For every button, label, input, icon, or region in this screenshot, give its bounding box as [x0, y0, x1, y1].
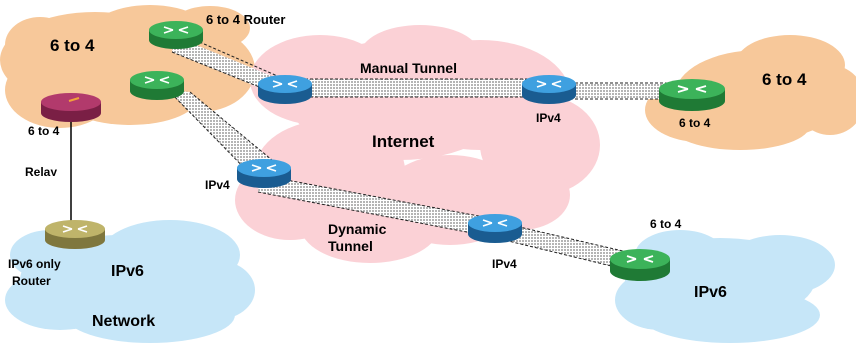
ipv6-only-label-line1: IPv6 only: [8, 257, 61, 271]
manual-tunnel-label: Manual Tunnel: [360, 60, 457, 76]
bottom-right-ipv6-label: IPv6: [694, 284, 727, 301]
bottom-left-ipv6-label: IPv6: [111, 263, 144, 280]
dynamic-tunnel-line2: Tunnel: [328, 239, 373, 253]
tunnel-dynamic: [257, 174, 501, 239]
right-router-ipv4-label: IPv4: [536, 111, 561, 125]
router-6to4-left[interactable]: [130, 71, 184, 100]
router-ipv6-only[interactable]: [45, 220, 105, 249]
router-6to4-top[interactable]: [149, 21, 203, 49]
relay-label: Relay: [25, 166, 58, 176]
router-ipv4-manual-right[interactable]: [522, 75, 576, 104]
relay-6to4-label: 6 to 4: [28, 124, 60, 138]
router-ipv4-manual-left[interactable]: [258, 75, 312, 104]
bottom-ipv4-label: IPv4: [492, 257, 517, 271]
bottom-right-6to4-label: 6 to 4: [650, 217, 682, 231]
network-label: Network: [92, 313, 156, 330]
cloud-ipv6-bottom-right: [615, 230, 835, 343]
internet-label: Internet: [372, 132, 435, 151]
tunnel-manual: [285, 78, 550, 98]
router-6to4-label: 6 to 4 Router: [206, 12, 286, 27]
ipv6-only-label-line2: Router: [12, 274, 51, 288]
router-ipv4-dynamic-right[interactable]: [468, 214, 522, 243]
router-ipv4-dynamic-left[interactable]: [237, 159, 291, 188]
right-cloud-6to4-label: 6 to 4: [762, 70, 807, 89]
router-6to4-right[interactable]: [659, 79, 725, 111]
mid-ipv4-left-label: IPv4: [205, 178, 230, 192]
tunnel-6to4-to-ipv4: [167, 89, 279, 181]
right-router-6to4-label: 6 to 4: [679, 116, 711, 130]
cloud-left-6to4-label: 6 to 4: [50, 36, 95, 55]
cloud-ipv6-bottom-left: [5, 220, 255, 343]
router-6to4-bottom-right[interactable]: [610, 249, 670, 281]
router-relay[interactable]: [41, 93, 101, 122]
dynamic-tunnel-line1: Dynamic: [328, 221, 387, 237]
